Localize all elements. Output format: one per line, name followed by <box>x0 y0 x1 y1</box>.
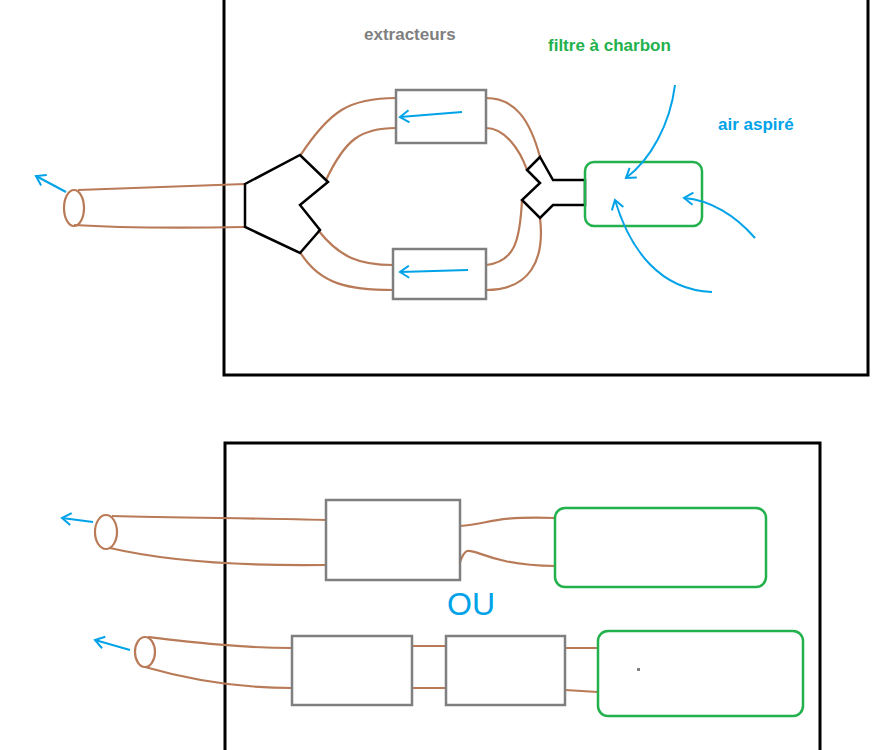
carbon-filter <box>598 631 803 716</box>
extractor-box <box>446 636 565 705</box>
y-connector <box>522 157 585 218</box>
carbon-filter <box>585 162 702 226</box>
outlet <box>95 515 117 549</box>
extractor-box <box>292 636 412 705</box>
or-label: OU <box>447 585 495 623</box>
flow-arrows <box>36 85 755 650</box>
extractor-box <box>326 500 460 580</box>
carbon-filter <box>555 508 766 587</box>
group-label: extracteurs <box>364 25 456 45</box>
dot <box>637 668 640 671</box>
air-label: air aspiré <box>718 115 794 135</box>
outlet <box>135 637 155 667</box>
bottom-panel <box>225 443 820 750</box>
extractor-box <box>393 249 486 299</box>
extractor-box <box>396 90 486 143</box>
outlet <box>64 190 84 226</box>
filter-label: filtre à charbon <box>548 36 671 56</box>
y-connector <box>245 155 328 253</box>
top-panel <box>224 0 868 375</box>
